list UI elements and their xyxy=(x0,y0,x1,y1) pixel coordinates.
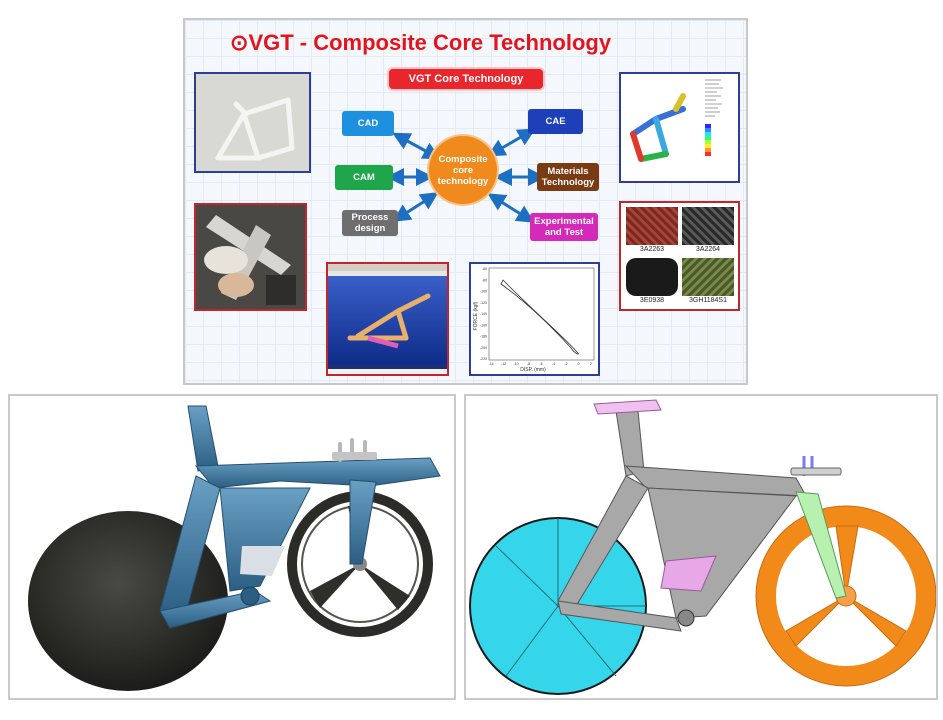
swatch-3a2263 xyxy=(626,207,678,245)
graph-ylabel: FORCE (kgf) xyxy=(473,301,479,330)
arrow-experimental xyxy=(487,193,535,223)
swatch-3a2264 xyxy=(682,207,734,245)
poster-title: ⊙VGT - Composite Core Technology xyxy=(230,30,611,56)
core-technology-banner: VGT Core Technology xyxy=(389,69,543,89)
swatch-label: 3E0938 xyxy=(639,297,665,304)
bottom-bracket xyxy=(240,586,260,606)
swatch-3gh1184s1 xyxy=(682,258,734,296)
node-cam: CAM xyxy=(335,165,393,190)
graph-x-tick: -12 xyxy=(501,362,506,366)
swatch-label: 3A2263 xyxy=(639,246,665,253)
graph-y-tick: -180 xyxy=(480,335,487,339)
graph-y-tick: -80 xyxy=(482,278,487,282)
arrow-cad xyxy=(392,132,441,160)
blue-bike-illustration xyxy=(28,405,441,691)
graph-x-tick: -14 xyxy=(488,362,493,366)
bike-render-cad xyxy=(464,394,938,700)
node-cad: CAD xyxy=(342,111,394,136)
fork xyxy=(349,479,377,565)
arrow-cae xyxy=(487,128,536,157)
cad-bike-illustration xyxy=(469,399,936,695)
saddle-pink xyxy=(593,399,662,415)
fea-analysis-thumbnail xyxy=(619,72,740,183)
graph-x-tick: -8 xyxy=(527,362,530,366)
graph-x-tick: -10 xyxy=(513,362,518,366)
hysteresis-loop xyxy=(500,279,579,355)
carbon-material-swatches: 3A2263 3A2264 3E0938 3GH1184S1 xyxy=(619,201,740,311)
bottle-cage-pink xyxy=(660,555,717,592)
graph-y-tick: -120 xyxy=(480,301,487,305)
graph-xlabel: DISP. (mm) xyxy=(520,367,546,373)
poster-title-text: VGT - Composite Core Technology xyxy=(248,30,612,55)
fork-green xyxy=(795,491,847,599)
node-cae: CAE xyxy=(528,109,583,134)
node-composite-core: Composite core technology xyxy=(429,136,497,204)
graph-y-tick: -140 xyxy=(480,312,487,316)
swatch-label: 3GH1184S1 xyxy=(688,297,727,304)
frame-render-thumbnail xyxy=(194,72,311,173)
graph-x-tick: -4 xyxy=(552,362,555,366)
force-displacement-graph: -60-80-100-120-140-160-180-200-220 -14-1… xyxy=(469,262,600,376)
graph-x-tick: -6 xyxy=(539,362,542,366)
arrow-process xyxy=(392,192,439,222)
diagram-arrows xyxy=(386,128,546,223)
front-wheel-orange xyxy=(756,506,936,686)
node-process-design: Process design xyxy=(342,210,398,236)
graph-y-tick: -60 xyxy=(482,267,487,271)
graph-y-tick: -200 xyxy=(480,346,487,350)
chainstay-grey xyxy=(557,600,682,632)
composite-technology-poster: ⊙VGT - Composite Core Technology VGT Cor… xyxy=(183,18,748,385)
graph-y-tick: -100 xyxy=(480,290,487,294)
bottle-cage-cover xyxy=(240,546,285,576)
cad-software-thumbnail xyxy=(326,262,449,376)
graph-x-tick: 2 xyxy=(590,362,592,366)
graph-y-tick: -160 xyxy=(480,323,487,327)
swatch-label: 3A2264 xyxy=(695,246,721,253)
seat-post xyxy=(187,405,219,472)
swatch-3e0938 xyxy=(626,258,678,296)
graph-plot: -60-80-100-120-140-160-180-200-220 -14-1… xyxy=(473,267,595,373)
bike-render-blue xyxy=(8,394,456,700)
graph-x-tick: 0 xyxy=(578,362,580,366)
node-materials-technology: Materials Technology xyxy=(537,163,599,191)
graph-y-tick: -220 xyxy=(480,357,487,361)
graph-x-tick: -2 xyxy=(564,362,567,366)
manufacturing-photo-thumbnail xyxy=(194,203,307,311)
node-experimental-test: Experimental and Test xyxy=(530,213,598,241)
target-icon: ⊙ xyxy=(230,30,249,55)
top-tube xyxy=(194,457,441,489)
